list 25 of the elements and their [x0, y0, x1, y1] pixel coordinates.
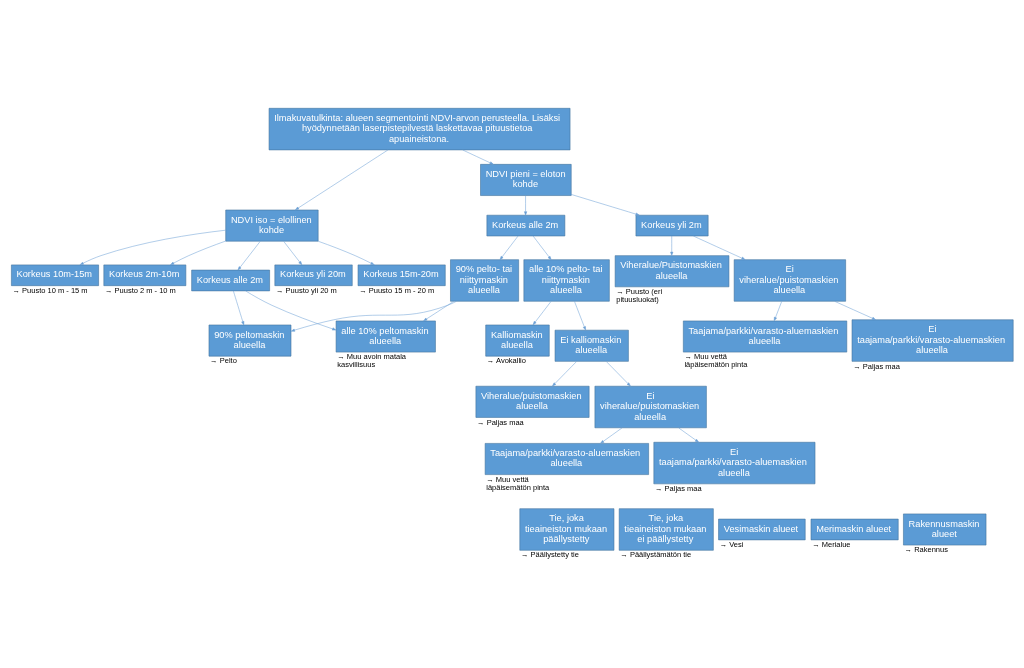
arrow	[600, 427, 623, 444]
arrow	[237, 240, 261, 270]
arrow	[532, 300, 552, 325]
arrow	[317, 240, 375, 265]
arrow	[290, 300, 457, 332]
arrow	[570, 193, 640, 216]
arrow	[678, 427, 699, 442]
arrow	[552, 360, 577, 386]
arrow	[606, 360, 631, 386]
arrow	[773, 300, 782, 321]
arrow	[670, 235, 674, 256]
arrow	[283, 240, 303, 265]
arrow	[245, 290, 337, 330]
arrow	[834, 300, 876, 320]
arrow	[170, 240, 226, 265]
arrow	[574, 300, 586, 330]
arrow	[499, 235, 519, 260]
arrow	[693, 235, 746, 260]
arrow	[79, 229, 226, 265]
arrow	[423, 300, 454, 321]
arrow	[532, 235, 552, 260]
arrow	[295, 149, 389, 210]
arrow	[524, 194, 528, 215]
arrow	[233, 290, 245, 325]
arrow	[462, 149, 494, 165]
